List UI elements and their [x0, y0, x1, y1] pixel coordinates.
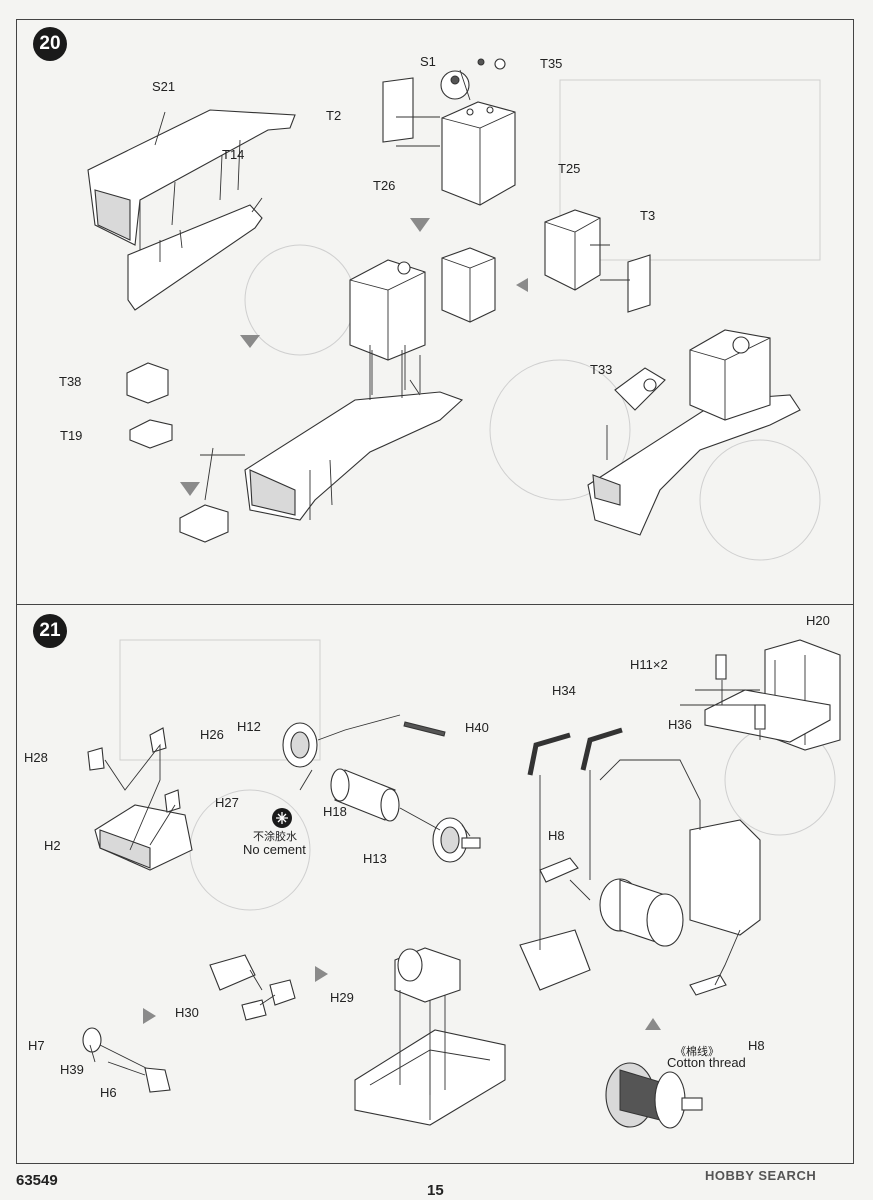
- label-t14: T14: [222, 147, 245, 162]
- label-h27: H27: [215, 795, 239, 810]
- direction-arrows-21: [143, 966, 661, 1030]
- part-t25-box: [544, 209, 651, 313]
- page-number: 15: [427, 1182, 444, 1199]
- label-h30: H30: [175, 1005, 199, 1020]
- note-cotton-thread-en: Cotton thread: [667, 1055, 746, 1070]
- part-center-chassis: [244, 345, 464, 521]
- step-20-panel: [16, 19, 854, 605]
- label-h2: H2: [44, 838, 61, 853]
- label-h40: H40: [465, 720, 489, 735]
- label-h11x2: H11×2: [630, 657, 668, 672]
- label-t38: T38: [59, 374, 82, 389]
- guide-lines-20: [154, 69, 630, 501]
- kit-number: 63549: [16, 1172, 58, 1189]
- step-21-panel: [16, 604, 854, 1164]
- part-s21-cab: [87, 109, 296, 311]
- label-h39: H39: [60, 1062, 84, 1077]
- label-h6: H6: [100, 1085, 117, 1100]
- label-t2: T2: [326, 108, 342, 123]
- label-s21: S21: [152, 79, 176, 94]
- label-h29: H29: [330, 990, 354, 1005]
- part-right-chassis: [587, 329, 801, 536]
- part-center-tanks: [349, 247, 496, 361]
- guide-lines-21: [89, 680, 761, 1076]
- part-h34-rods: [527, 727, 623, 776]
- hobby-search-watermark: HOBBY SEARCH: [705, 1168, 817, 1183]
- label-h8-bottom: H8: [748, 1038, 765, 1053]
- note-no-cement-cn: 不涂胶水: [253, 831, 297, 843]
- label-t26: T26: [373, 178, 396, 193]
- label-h36: H36: [668, 717, 692, 732]
- step-21-number: 21: [33, 614, 67, 648]
- label-h13: H13: [363, 851, 387, 866]
- step-20-number: 20: [33, 27, 67, 61]
- note-no-cement-en: No cement: [243, 842, 306, 857]
- part-small-h29-h30-h7: [82, 954, 296, 1093]
- direction-arrows-20: [180, 218, 528, 496]
- part-t26-tank: [382, 58, 516, 206]
- part-winch-h12-h18-h13: [272, 721, 481, 863]
- label-h7: H7: [28, 1038, 45, 1053]
- part-t38-t19: [126, 362, 229, 543]
- background-ghost-drawing: [119, 79, 836, 911]
- label-h20: H20: [806, 613, 830, 628]
- part-center-winch-base: [354, 947, 506, 1126]
- label-t25: T25: [558, 161, 581, 176]
- label-t19: T19: [60, 428, 83, 443]
- label-h8-top: H8: [548, 828, 565, 843]
- label-t3: T3: [640, 208, 656, 223]
- label-s1: S1: [420, 54, 436, 69]
- label-t33: T33: [590, 362, 613, 377]
- label-h26: H26: [200, 727, 224, 742]
- label-h34: H34: [552, 683, 576, 698]
- note-cotton-thread-cn: 《棉线》: [675, 1046, 719, 1058]
- part-h20-h36-h11: [704, 639, 841, 751]
- label-h12: H12: [237, 719, 261, 734]
- part-right-winch: [519, 819, 761, 1129]
- label-t35: T35: [540, 56, 563, 71]
- label-h28: H28: [24, 750, 48, 765]
- part-h2-bracket: [87, 727, 193, 871]
- label-h18: H18: [323, 804, 347, 819]
